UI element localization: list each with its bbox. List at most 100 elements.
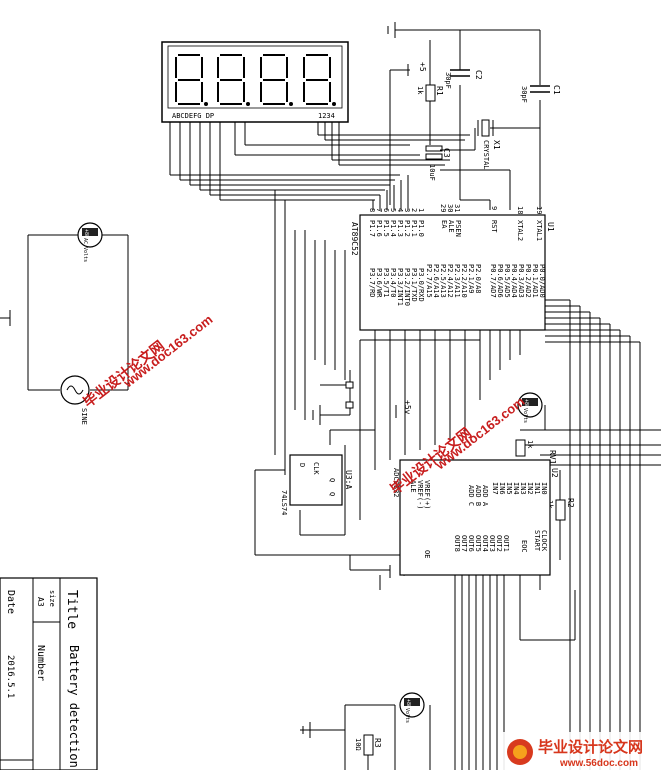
u1-pin-num: 1 — [417, 208, 425, 212]
u1-p1-labels: P1.0 P1.1 P1.2 P1.3 P1.4 P1.5 P1.6 P1.7 — [368, 220, 425, 237]
u1-ctrl-labels: PSEN ALE EA RST XTAL2 XTAL1 — [440, 220, 543, 241]
u1-pin-p3: P3.6/WR — [375, 268, 383, 298]
u2-pin-add: ADD A — [481, 485, 489, 507]
u1-p0-labels: P0.0/AD0 P0.1/AD1 P0.2/AD2 P0.3/AD3 P0.4… — [489, 264, 546, 298]
capacitor-c2: C2 30pF — [444, 69, 483, 89]
u2-pin-eoc: EOC — [520, 540, 528, 553]
u1-pin-p1: P1.5 — [382, 220, 390, 237]
u1-pin-p1: P1.4 — [389, 220, 397, 237]
u2-pin-out: OUT8 — [453, 535, 461, 552]
u1-pin-p0: P0.5/AD5 — [503, 264, 511, 298]
u1-pin-p3: P3.1/TXD — [410, 268, 418, 302]
rv1-value: 1k — [526, 440, 534, 449]
u2-pin-in: IN6 — [498, 482, 506, 495]
u1-pin-xtal2: XTAL2 — [516, 220, 524, 241]
u2-pin-start: START — [533, 530, 541, 552]
resistor-r1: R1 1k — [416, 84, 444, 102]
u2-pin-add: ADD B — [474, 485, 482, 506]
u1-pin-p2: P2.7/A15 — [425, 264, 433, 298]
u2-pin-oe: OE — [423, 550, 431, 558]
u1-pin-p1: P1.6 — [375, 220, 383, 237]
u1-pin-p3: P3.4/T0 — [389, 268, 397, 298]
u1-p3-labels: P3.0/RXD P3.1/TXD P3.2/INT0 P3.3/INT1 P3… — [368, 268, 425, 306]
u2-ctrl-labels: CLOCK START EOC OE — [423, 530, 548, 558]
u2-pin-vref: VREF(-) — [416, 480, 424, 510]
u3-pin-d: D — [298, 463, 306, 467]
r3-ref: R3 — [373, 738, 382, 748]
u2-pin-out: OUT5 — [474, 535, 482, 552]
c2-value: 30pF — [444, 72, 452, 89]
meter1-value: +88.8 — [83, 229, 89, 244]
c1-ref: C1 — [552, 85, 561, 95]
title-block: Title Battery detection volt size A3 Num… — [0, 577, 98, 770]
wiring — [0, 22, 661, 770]
rv1-ref: RV1 — [548, 450, 557, 465]
meter2-value: +88.8 — [523, 399, 529, 414]
u1-pin-p2: P2.6/A14 — [432, 264, 440, 298]
u1-pin-num: 7 — [375, 208, 383, 212]
u1-pin-num: 30 — [446, 204, 454, 212]
u1-pin-rst-num: 9 — [490, 206, 498, 210]
u1-pin-p0: P0.2/AD2 — [524, 264, 532, 298]
potentiometer-rv1: RV1 1k — [515, 439, 557, 465]
u2-pin-out: OUT6 — [467, 535, 475, 552]
u1-pin-num: 31 — [453, 204, 461, 212]
u1-pin-p0: P0.1/AD1 — [531, 264, 539, 298]
u2-part: ADC0832 — [392, 468, 400, 498]
u2-pin-out: OUT1 — [502, 535, 510, 552]
u3-part: 74LS74 — [280, 490, 288, 515]
meter1-unit: AC Volts — [82, 238, 88, 262]
u1-pin-p1: P1.0 — [417, 220, 425, 237]
u2-output-labels: OUT1 OUT2 OUT3 OUT4 OUT5 OUT6 OUT7 OUT8 — [453, 535, 510, 552]
u1-pin-p3: P3.3/INT1 — [396, 268, 404, 306]
voltmeter-2: +88.8 Volts — [517, 392, 543, 423]
u2-pin-clock: CLOCK — [540, 530, 548, 552]
c3-value: 10uF — [428, 164, 436, 181]
u1-pin-p1: P1.2 — [403, 220, 411, 237]
u1-pin-p0: P0.0/AD0 — [538, 264, 546, 298]
c1-value: 30pF — [520, 86, 528, 103]
watermark-cn-1: 毕业设计论文网 — [80, 337, 167, 410]
u2-input-labels: IN0 IN1 IN2 IN3 IN4 IN5 IN6 IN7 — [491, 482, 548, 495]
meter2-unit: Volts — [522, 408, 528, 423]
u3-pin-q: Q — [328, 478, 336, 482]
u1-part: AT89C52 — [350, 222, 359, 256]
u1-pin-p3: P3.7/RD — [368, 268, 376, 298]
u2-pin-ale: ALE — [409, 480, 417, 493]
watermark-url-1: www.doc163.com — [120, 312, 216, 391]
u1-pin-p2: P2.0/A8 — [474, 264, 482, 294]
u1-pin-p1: P1.3 — [396, 220, 404, 237]
u1-pin-p0: P0.4/AD4 — [510, 264, 518, 298]
u1-pin-p2: P2.2/A10 — [460, 264, 468, 298]
u1-pin-p1: P1.7 — [368, 220, 376, 237]
u1-pin-p2: P2.1/A9 — [467, 264, 475, 294]
u2-ref: U2 — [550, 468, 559, 478]
x1-part: CRYSTAL — [482, 140, 490, 170]
u1-pin-num: 2 — [410, 208, 418, 212]
c3-ref: C3 — [442, 148, 451, 158]
u2-pin-in: IN3 — [519, 482, 527, 495]
u1-pin-p2: P2.5/A13 — [439, 264, 447, 298]
u1-pin-num: 3 — [403, 208, 411, 212]
meter3-value: +88.8 — [405, 699, 411, 714]
u2-pin-in: IN1 — [533, 482, 541, 495]
meter3-unit: Volts — [404, 708, 410, 723]
u2-pin-in: IN0 — [540, 482, 548, 495]
u1-pin-p0: P0.3/AD3 — [517, 264, 525, 298]
u1-p2-labels: P2.0/A8 P2.1/A9 P2.2/A10 P2.3/A11 P2.4/A… — [425, 264, 482, 298]
u1-pin-num: 5 — [389, 208, 397, 212]
u1-pin-p3: P3.0/RXD — [417, 268, 425, 302]
title-value: Battery detection volt — [67, 645, 81, 770]
u1-pin-psen: PSEN — [454, 220, 462, 237]
digit-2 — [217, 54, 250, 106]
digit-3 — [260, 54, 293, 106]
r1-ref: R1 — [435, 86, 444, 96]
crystal-x1: X1 CRYSTAL — [477, 119, 501, 170]
u3-pin-clk: CLK — [312, 462, 320, 475]
u1-pin-rst: RST — [490, 220, 498, 233]
u2-addr-labels: ADD A ADD B ADD C VREF(+) VREF(-) ALE — [409, 480, 489, 510]
u1-pin-p2: P2.3/A11 — [453, 264, 461, 298]
number-label: Number — [35, 645, 46, 681]
size-label: size — [48, 590, 56, 607]
